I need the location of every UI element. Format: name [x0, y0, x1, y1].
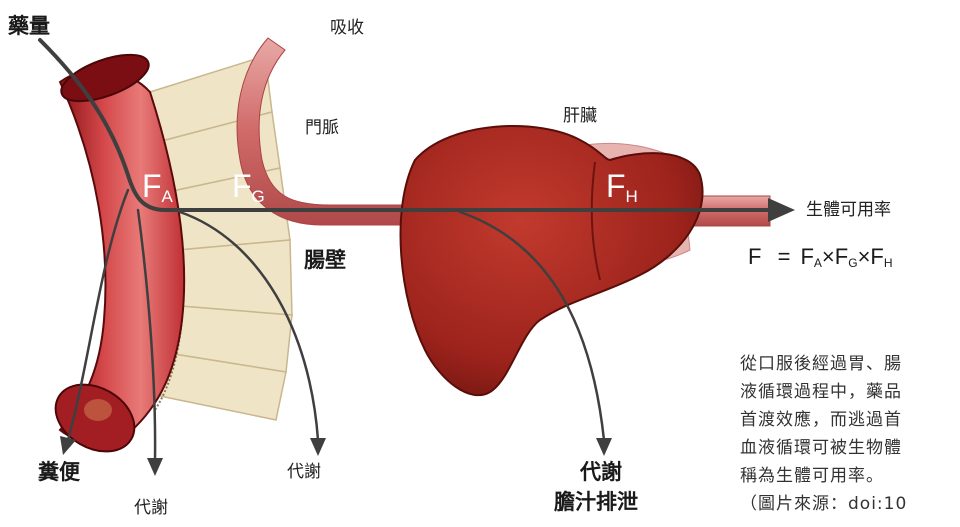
fraction-absorbed-label: FA	[142, 170, 173, 205]
metabolism-wall-label: 代謝	[287, 464, 321, 481]
note-line: 首渡效應，而逃過首	[740, 406, 960, 434]
note-line: 液循環過程中，藥品	[740, 378, 960, 406]
absorption-label: 吸收	[330, 20, 364, 37]
note-line: 稱為生體可用率。	[740, 462, 960, 490]
fraction-hepatic-label: FH	[606, 170, 638, 205]
note-line: 血液循環可被生物體	[740, 434, 960, 462]
biliary-excretion-label: 膽汁排泄	[554, 492, 638, 513]
bioavailability-formula: F =FA×FG×FH	[748, 246, 893, 269]
explanation-note: 從口服後經過胃、腸 液循環過程中，藥品 首渡效應，而逃過首 血液循環可被生物體 …	[740, 350, 960, 518]
fraction-gut-label: FG	[232, 170, 265, 205]
metabolism-liver-label: 代謝	[580, 462, 622, 483]
portal-vein-label: 門脈	[305, 120, 339, 137]
note-line: 從口服後經過胃、腸	[740, 350, 960, 378]
dose-label: 藥量	[8, 16, 50, 37]
liver-label: 肝臟	[563, 108, 597, 125]
intestinal-wall-label: 腸壁	[304, 250, 346, 271]
note-line: （圖片來源：doi:10	[740, 490, 960, 518]
metabolism-lumen-label: 代謝	[134, 500, 168, 517]
liver-shape	[401, 126, 703, 395]
bioavailability-label: 生體可用率	[806, 202, 891, 219]
feces-label: 糞便	[38, 462, 80, 483]
